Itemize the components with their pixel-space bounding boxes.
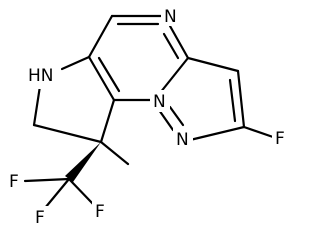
bond-n9-n5-double: [168, 105, 185, 127]
chemical-structure: N HN N N F F F F: [6, 4, 290, 228]
atom-f-cf3-left: F: [6, 170, 24, 192]
atom-nh: HN: [25, 65, 61, 89]
bond-n5-c6: [158, 56, 190, 95]
bond-quaternary-methyl: [99, 140, 130, 166]
bond-c3-c4-double: [97, 56, 121, 93]
svg-text:N: N: [153, 92, 166, 112]
atom-n-bridge: N: [150, 90, 170, 112]
bond-cf3-f-bottom-right: [67, 177, 95, 206]
svg-text:HN: HN: [28, 66, 54, 86]
bond-cf3-f-left: [23, 177, 71, 183]
bond-ch2-quaternary: [32, 123, 103, 144]
bond-c3-nh: [60, 55, 91, 71]
atom-f-cf3-bottom-right: F: [92, 200, 110, 222]
svg-text:F: F: [9, 172, 19, 192]
bond-c6-n3: [168, 24, 190, 60]
bond-c6-n3-double: [162, 32, 180, 60]
bond-n9-n5: [157, 108, 175, 132]
svg-text:F: F: [35, 208, 45, 228]
atom-f-cf3-bottom-left: F: [32, 206, 50, 228]
stereo-wedge-bond: [65, 142, 101, 182]
svg-text:N: N: [164, 7, 177, 27]
bond-c7-c8: [236, 69, 246, 129]
atom-n-top: N: [161, 4, 181, 27]
bond-c6-c7: [186, 56, 240, 73]
atom-n-pyrazole: N: [173, 128, 193, 150]
bond-c8-n9: [188, 125, 246, 142]
svg-text:F: F: [95, 202, 105, 222]
bond-c3-c4: [87, 55, 116, 102]
bond-cf3-f-bottom-left: [43, 177, 71, 210]
atom-f-ring: F: [272, 127, 290, 149]
bond-c8-f: [242, 125, 275, 139]
bond-quaternary-c4: [99, 98, 116, 144]
bond-nh-ch2: [32, 84, 42, 127]
svg-text:F: F: [275, 129, 285, 149]
bond-c2-c3: [87, 14, 114, 59]
bond-c7-c8-double: [228, 78, 237, 123]
svg-text:N: N: [176, 130, 189, 150]
